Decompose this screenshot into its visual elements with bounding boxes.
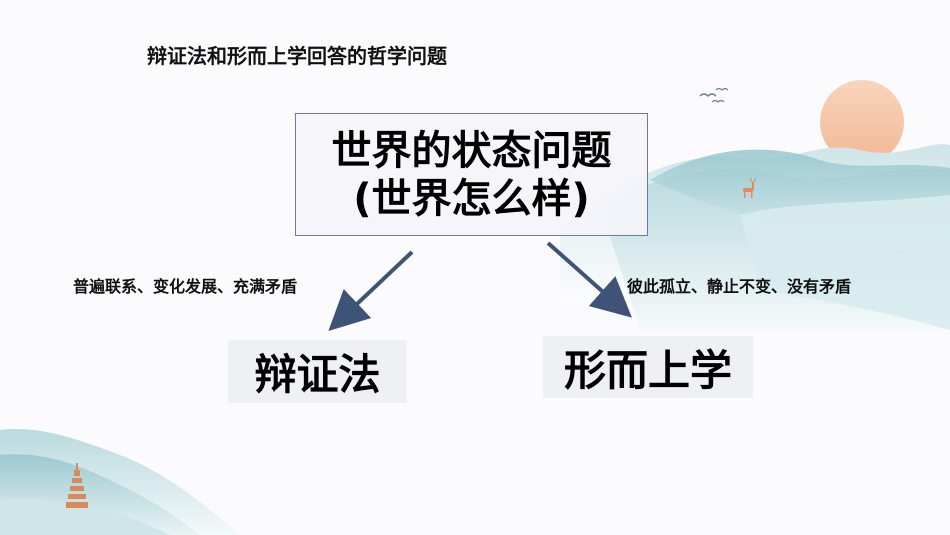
dialectics-label: 辩证法 <box>254 350 381 399</box>
bird-icon <box>699 93 717 97</box>
central-question-line2: (世界怎么样) <box>353 175 590 222</box>
metaphysics-label: 形而上学 <box>563 345 732 395</box>
sun-icon <box>820 80 904 164</box>
bird-icon <box>715 87 729 91</box>
pagoda-icon <box>66 463 88 508</box>
metaphysics-node: 形而上学 <box>543 336 753 398</box>
central-question-line1: 世界的状态问题 <box>331 127 612 174</box>
dialectics-node: 辩证法 <box>228 340 407 403</box>
right-edge-label: 彼此孤立、静止不变、没有矛盾 <box>627 277 852 296</box>
central-question-box: 世界的状态问题 (世界怎么样) <box>295 113 648 236</box>
deer-icon <box>743 177 757 198</box>
bird-icon <box>711 99 725 103</box>
left-edge-label: 普遍联系、变化发展、充满矛盾 <box>73 277 298 296</box>
page-title: 辩证法和形而上学回答的哲学问题 <box>147 44 447 68</box>
